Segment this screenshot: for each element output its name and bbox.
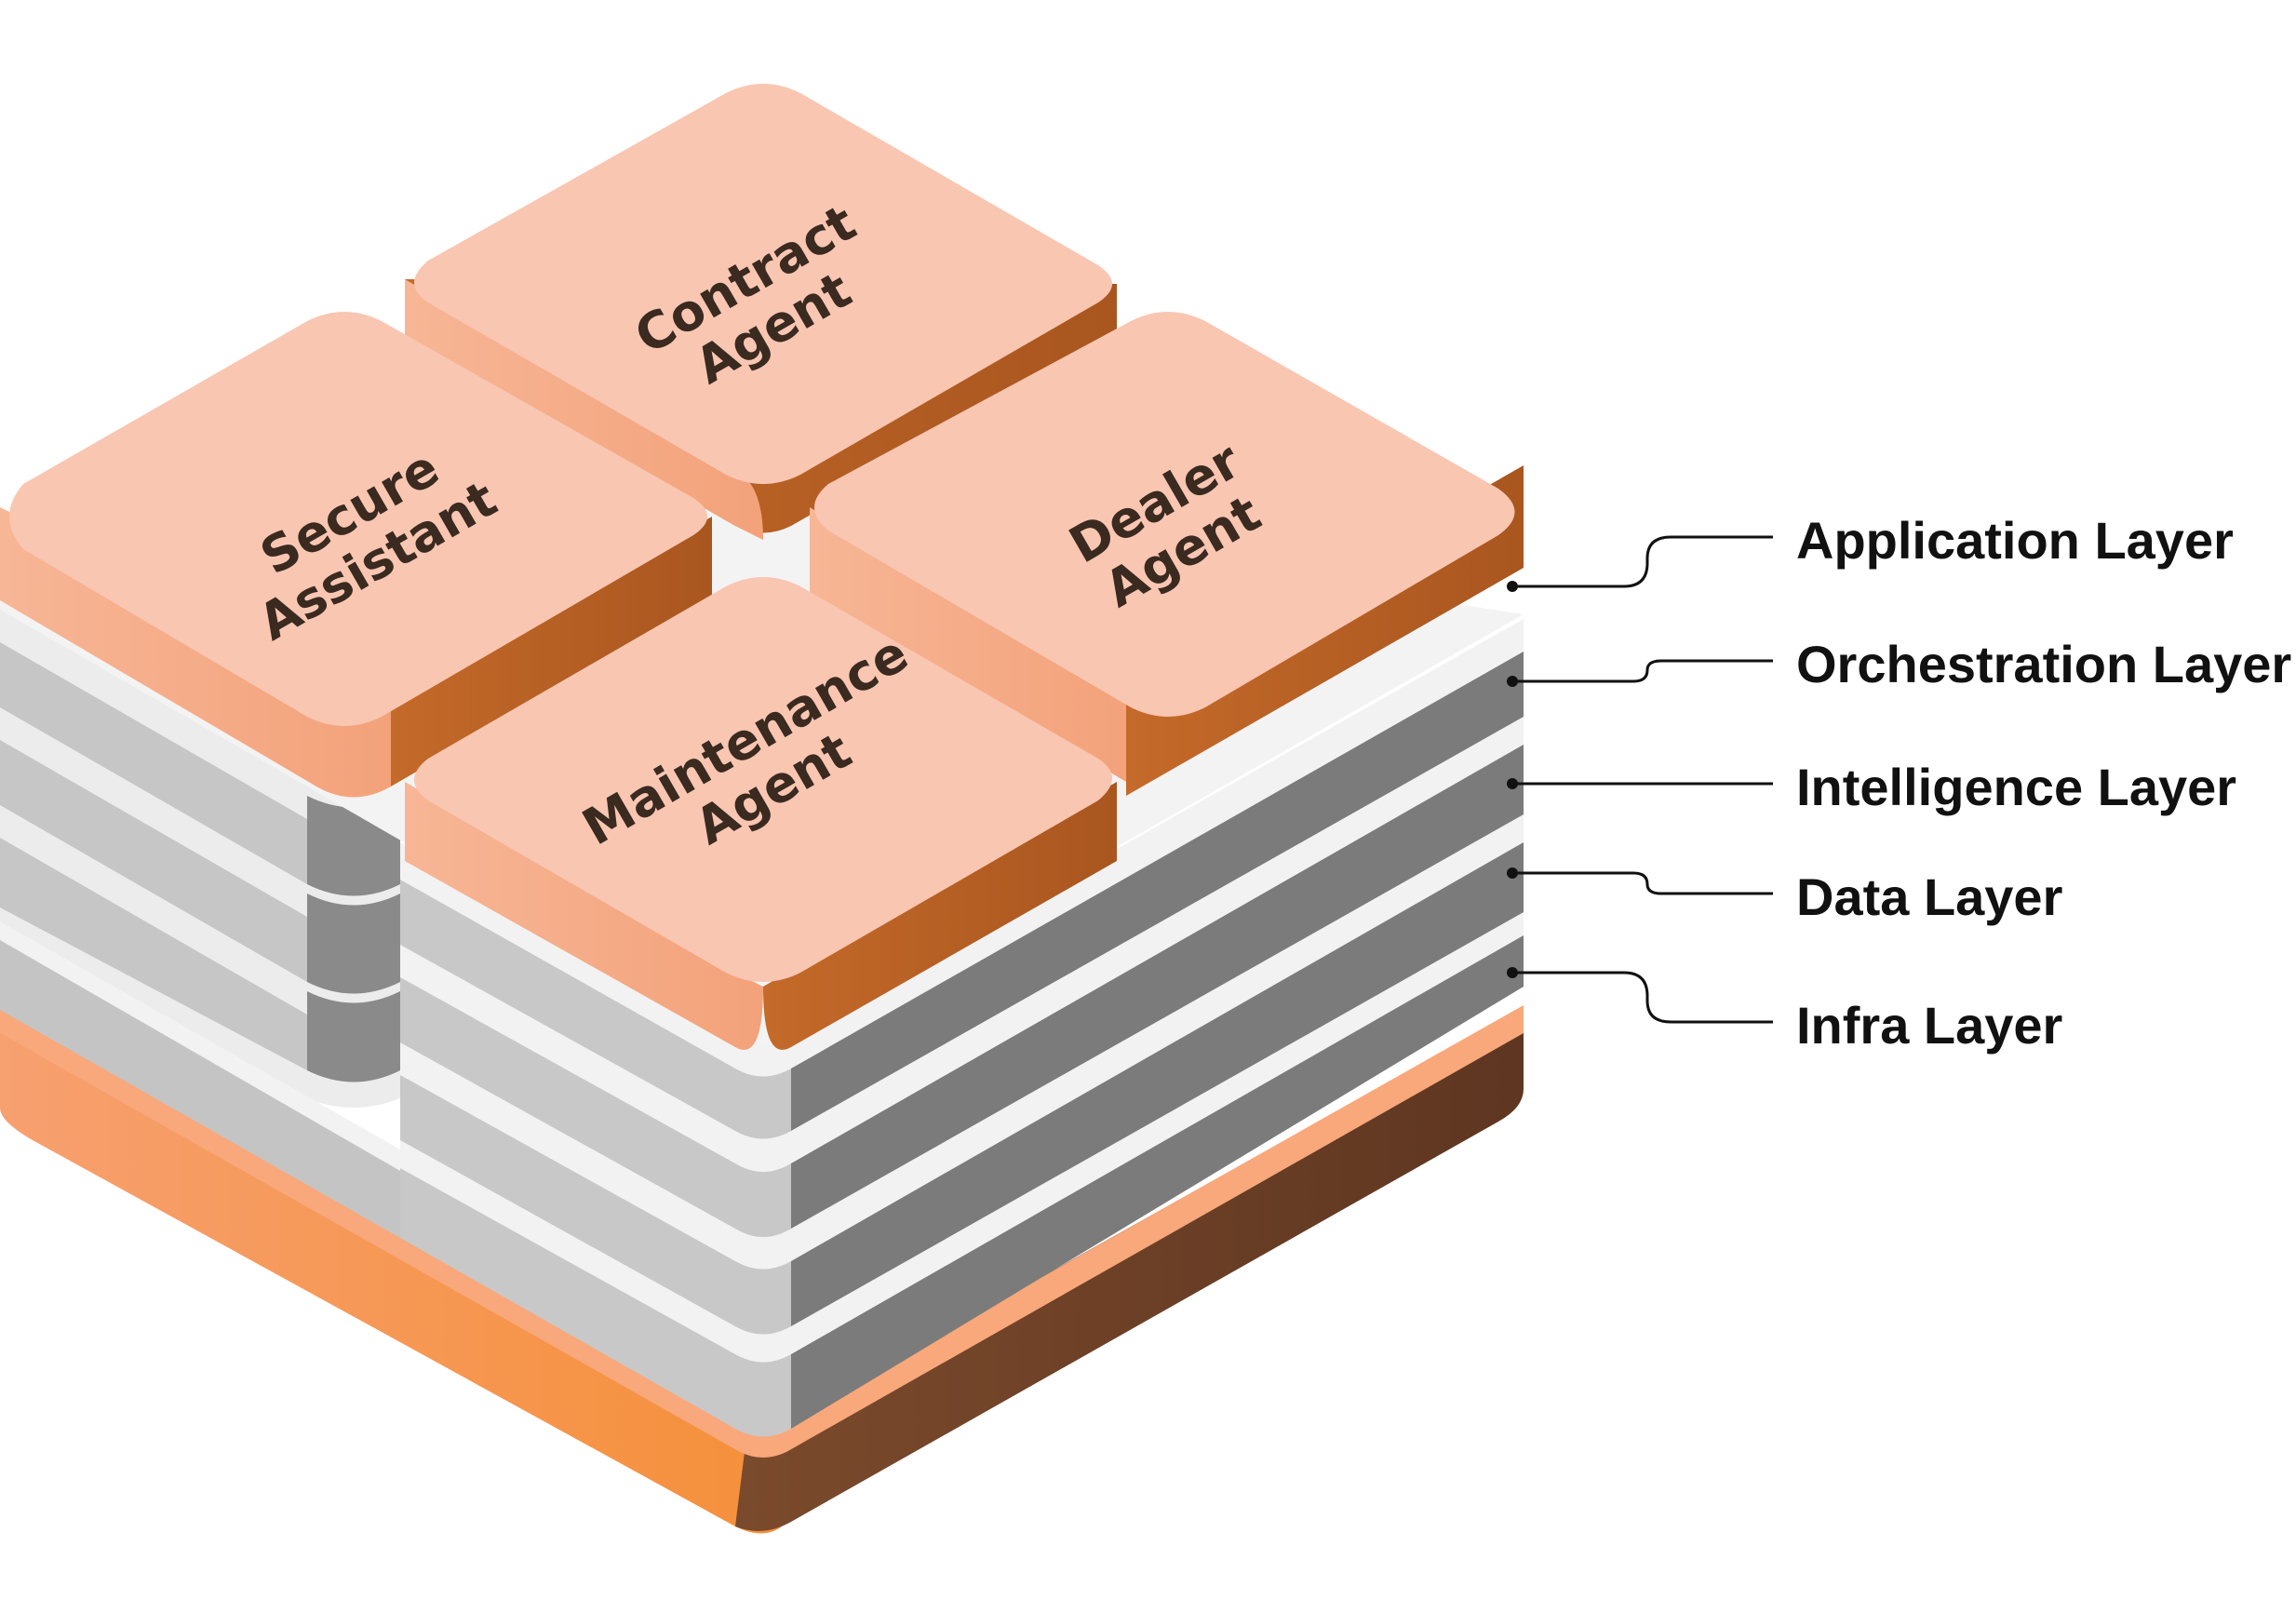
- tile-contract-agent: [405, 84, 1117, 540]
- orchestration-callout-line: [1512, 659, 1773, 683]
- application-layer-label: Application Layer: [1796, 511, 2234, 570]
- infra-layer-label: Infra Layer: [1796, 996, 2062, 1055]
- infra-slab: [0, 1005, 1524, 1534]
- orchestration-layer-label: Orchestration Layer: [1796, 635, 2291, 693]
- data-callout-line: [1512, 871, 1773, 895]
- maintenance-top-face: [414, 577, 1112, 982]
- maintenance-front-face: [405, 782, 763, 1050]
- infra-callout-line: [1512, 971, 1773, 1024]
- maintenance-side-face: [763, 782, 1117, 1050]
- tile-secure-assistant: [0, 312, 712, 798]
- intelligence-layer-label: Intelligence Layer: [1796, 758, 2236, 816]
- data-layer-label: Data Layer: [1796, 867, 2062, 926]
- grey-stack-front: [0, 619, 1524, 1437]
- tile-dealer-agent: [810, 312, 1524, 796]
- tile-maintenance-agent: [405, 577, 1117, 1050]
- application-callout-line: [1512, 535, 1773, 588]
- layer-callouts: Application Layer Orchestration Layer In…: [1507, 511, 2291, 1055]
